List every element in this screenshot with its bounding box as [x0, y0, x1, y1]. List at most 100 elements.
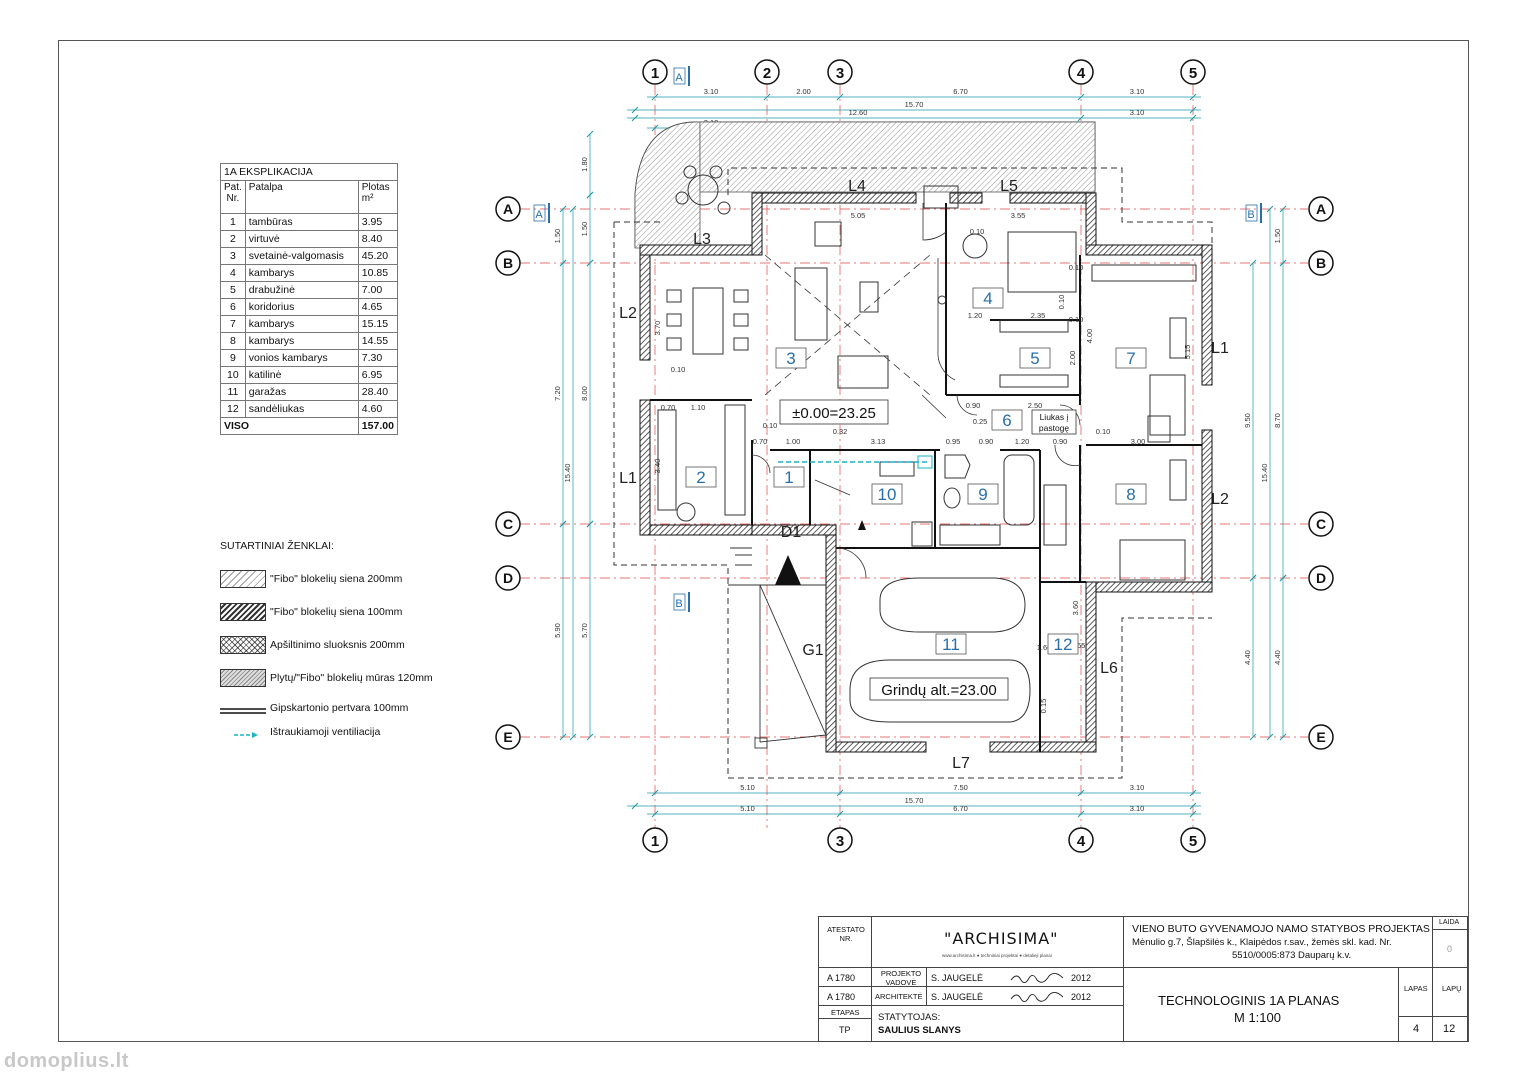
dimension-label: 6.70 [953, 804, 968, 813]
bed-icon [1119, 539, 1186, 581]
cert-number: A 1780 [827, 973, 856, 983]
room-number: 6 [1002, 411, 1011, 430]
explication-name: drabužinė [244, 281, 359, 299]
room-number: 7 [1126, 349, 1135, 368]
name-cell: S. JAUGELĖ 2012 [926, 967, 1124, 987]
dimension-tick [559, 733, 567, 741]
year: 2012 [1071, 992, 1092, 1002]
sink-icon [676, 502, 696, 522]
inner-dimension: 1.10 [691, 403, 706, 412]
dimension-tick [1189, 810, 1197, 818]
crosshatch-swatch-icon [220, 636, 266, 654]
dimension-label: 12.60 [849, 108, 868, 117]
hatch-swatch-icon [220, 603, 266, 621]
wardrobe-icon [999, 319, 1069, 333]
armchair-icon [837, 355, 889, 389]
ventilation-arrow-icon [234, 732, 258, 738]
inner-dimension: 0.10 [970, 227, 985, 236]
client-name: SAULIUS SLANYS [878, 1025, 961, 1036]
axis-label: B [503, 255, 513, 271]
explication-area: 45.20 [357, 247, 398, 265]
axis-bubble [495, 565, 521, 591]
head-nr: Pat. Nr. [220, 180, 246, 214]
dimension-tick [1189, 789, 1197, 797]
legend-label: "Fibo" blokelių siena 200mm [270, 573, 403, 585]
zone-label: D1 [781, 524, 802, 541]
head-name: Patalpa [244, 180, 359, 214]
sheet-title-cell: TECHNOLOGINIS 1A PLANAS M 1:100 [1123, 967, 1399, 1042]
legend-label: Plytų/"Fibo" blokelių mūras 120mm [270, 672, 433, 684]
room-number: 12 [1054, 635, 1073, 654]
zone-label: L1 [1211, 340, 1229, 357]
dimension-tick [1279, 205, 1287, 213]
dimension-tick [631, 106, 639, 114]
dimension-tick [836, 810, 844, 818]
dimension-label: 15.40 [563, 464, 572, 483]
axis-label: 5 [1189, 65, 1197, 82]
project-cell: VIENO BUTO GYVENAMOJO NAMO STATYBOS PROJ… [1123, 916, 1433, 968]
kitchen-counter-icon [657, 409, 677, 511]
dimension-tick [1266, 733, 1274, 741]
legend-item: Ištraukiamoji ventiliacija [220, 726, 380, 759]
title-block: ATESTATO NR. "ARCHISIMA" www.archisima.l… [818, 916, 1468, 1042]
inner-dimension: 0.10 [763, 421, 778, 430]
axis-bubble [495, 724, 521, 750]
room-number-box [1047, 633, 1079, 655]
axis-bubble [1308, 250, 1334, 276]
explication-area: 14.55 [357, 332, 398, 350]
laida-label: LAIDA [1439, 919, 1460, 926]
legend-label: "Fibo" blokelių siena 100mm [270, 606, 403, 618]
inner-dimension: 0.70 [753, 437, 768, 446]
axis-bubble [1068, 59, 1094, 85]
dimension-label: 5.90 [553, 623, 562, 638]
inner-dimension: 0.15 [1039, 699, 1048, 714]
dimension-label: 3.10 [704, 87, 719, 96]
legend-title: SUTARTINIAI ŽENKLAI: [220, 540, 334, 552]
lapu-value-cell: 12 [1432, 1016, 1468, 1042]
zone-label: L2 [1211, 491, 1229, 508]
wardrobe-icon [999, 374, 1069, 388]
firm-tagline: www.archisima.lt ● techniniai projektai … [942, 953, 1052, 958]
explication-name: vonios kambarys [244, 349, 359, 367]
legend-item: Plytų/"Fibo" blokelių mūras 120mm [220, 669, 433, 702]
section-mark-icon: B [1245, 203, 1262, 223]
bathtub-icon [1003, 454, 1035, 526]
zone-label: L7 [952, 755, 970, 772]
inner-dimension: 4.00 [1085, 329, 1094, 344]
laida-cell: LAIDA [1432, 916, 1468, 930]
round-table-icon [962, 233, 988, 259]
etapas-value-cell: TP [818, 1018, 872, 1042]
inner-dimension: 5.05 [851, 211, 866, 220]
desk-icon [1169, 459, 1187, 501]
dimension-label: 3.10 [1130, 804, 1145, 813]
legend-item: Apšiltinimo sluoksnis 200mm [220, 636, 405, 669]
zone-label: L4 [848, 178, 866, 195]
explication-area: 28.40 [357, 383, 398, 401]
hatch-swatch-icon [220, 669, 266, 687]
car-icon [849, 659, 1031, 723]
firm-name: "ARCHISIMA" [944, 929, 1059, 948]
dimension-label: 15.70 [905, 796, 924, 805]
section-mark-icon: A [673, 66, 690, 86]
armchair-icon [814, 221, 842, 247]
axis-label: C [1316, 516, 1326, 532]
terrace-l3 [634, 121, 1096, 249]
legend-item: "Fibo" blokelių siena 100mm [220, 603, 402, 636]
explication-area: 8.40 [357, 230, 398, 248]
role-label: PROJEKTO VADOVĖ [880, 969, 922, 987]
elevation-box [779, 399, 889, 425]
axis-label: 4 [1077, 833, 1086, 850]
dimension-tick [1279, 259, 1287, 267]
axis-label: 3 [836, 65, 844, 82]
explication-table: 1A EKSPLIKACIJA Pat. Nr. Patalpa Plotas … [220, 163, 398, 435]
roof-outline [613, 167, 1213, 779]
inner-dimension: 3.13 [871, 437, 886, 446]
dimension-tick [1249, 733, 1257, 741]
dimension-tick [651, 93, 659, 101]
sheet-title: TECHNOLOGINIS 1A PLANAS [1158, 993, 1340, 1008]
dimension-label: 8.00 [580, 386, 589, 401]
lapu-cell: LAPŲ [1432, 967, 1468, 1017]
axis-bubble [827, 827, 853, 853]
